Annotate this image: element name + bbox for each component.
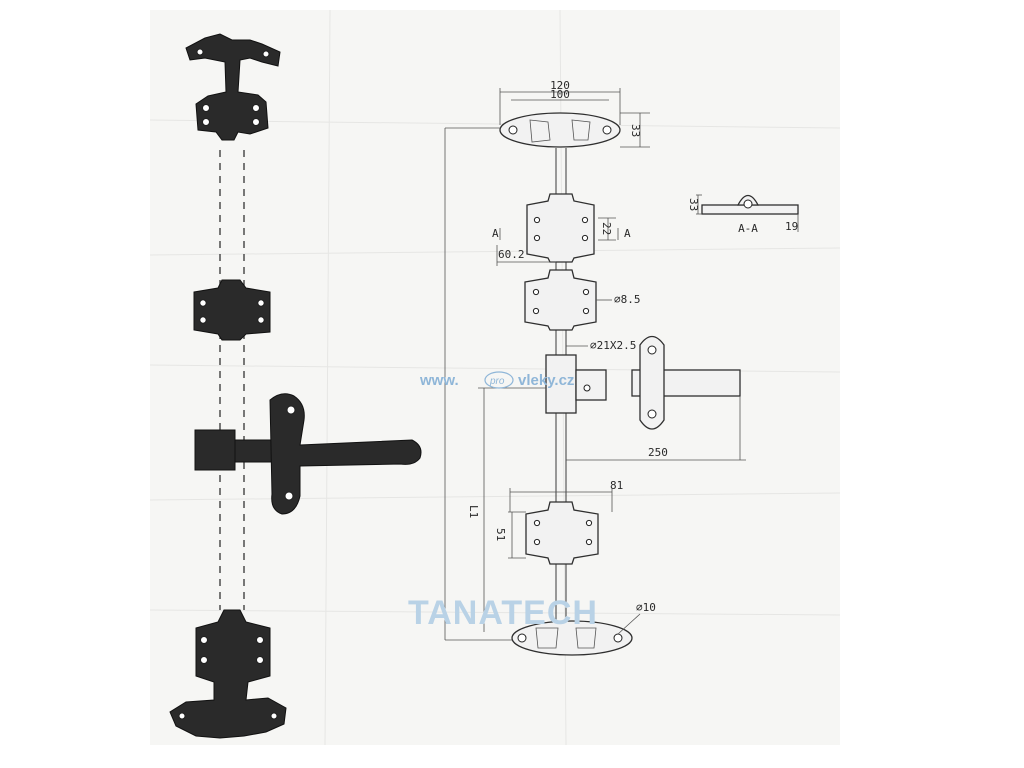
watermark-url-left: www.	[419, 372, 459, 389]
dim-100: 100	[550, 88, 570, 101]
watermark-brand: TANATECH	[408, 594, 598, 632]
section-aa-detail: 33 A-A 19	[687, 194, 799, 235]
dim-22: 22	[600, 222, 613, 235]
dim-8-5: ⌀8.5	[614, 293, 641, 306]
dim-19: 19	[785, 220, 798, 233]
guide-bracket	[193, 279, 271, 341]
bottom-keeper	[169, 609, 287, 739]
dim-10: ⌀10	[636, 601, 656, 614]
dim-250: 250	[648, 446, 668, 459]
bracket-2	[524, 269, 597, 331]
left-lock-assembly	[169, 33, 422, 739]
watermark-url: www. pro vleky.cz	[419, 371, 574, 389]
top-keeper	[185, 33, 281, 141]
top-keeper-plate	[499, 112, 621, 148]
dim-120: 120	[550, 79, 570, 92]
bracket-3	[525, 501, 599, 565]
bottom-keeper-plate	[511, 620, 633, 656]
dim-60-2: 60.2	[498, 248, 525, 261]
dim-51: 51	[494, 528, 507, 541]
dim-21x2-5: ⌀21X2.5	[590, 339, 636, 352]
section-mark-right: A	[624, 227, 631, 240]
dim-33-section: 33	[687, 198, 700, 211]
watermark-url-pro: pro	[489, 376, 505, 387]
dim-l1: L1	[467, 505, 480, 518]
watermark-url-right: vleky.cz	[518, 372, 574, 389]
section-label: A-A	[738, 222, 758, 235]
right-technical-drawing: 120 100 33 33 A-A 19	[444, 79, 799, 656]
bracket-1	[526, 193, 595, 263]
handle-assembly	[194, 393, 422, 515]
handle-mechanism	[545, 335, 741, 430]
dim-33-top: 33	[629, 124, 642, 137]
dim-81: 81	[610, 479, 623, 492]
section-mark-left: A	[492, 227, 499, 240]
